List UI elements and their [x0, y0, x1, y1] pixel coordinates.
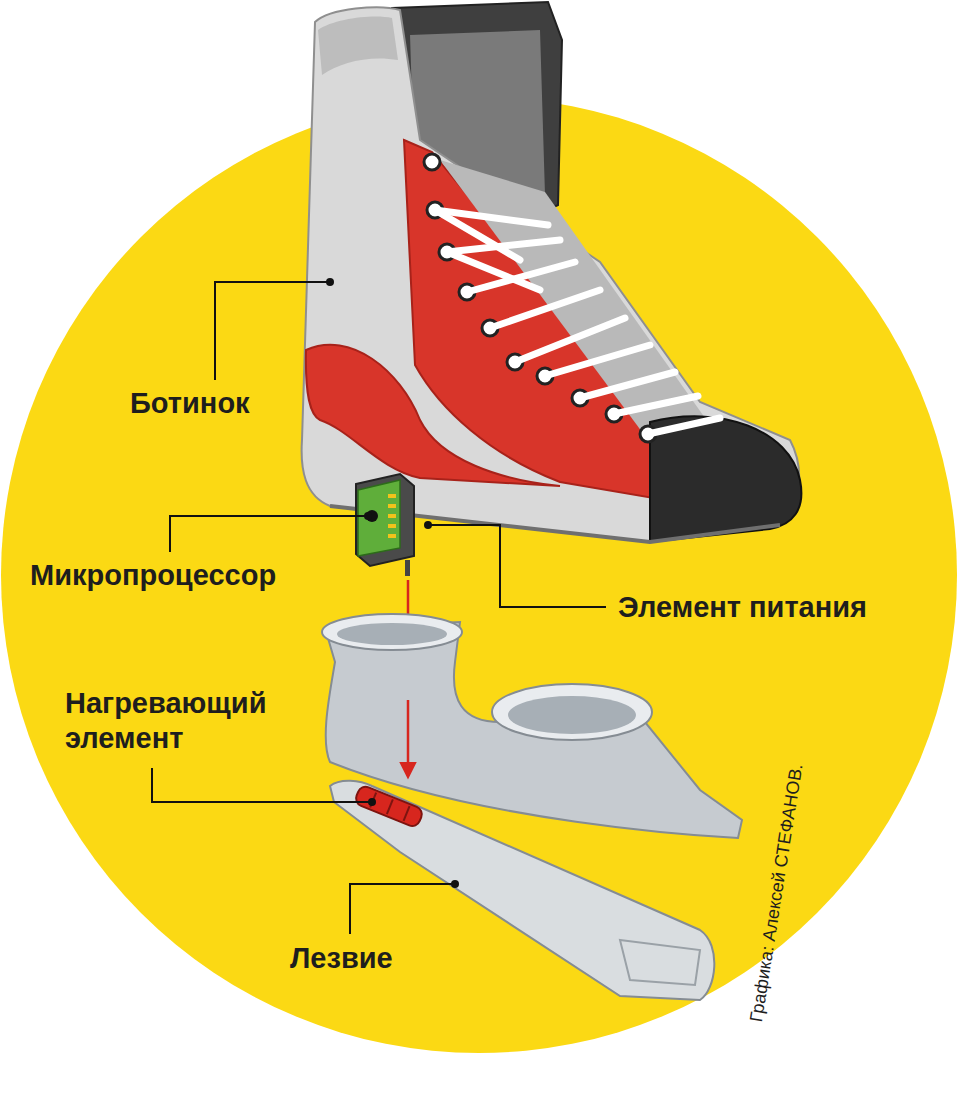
part-label: Нагревающий элемент	[65, 686, 315, 756]
part-label: Лезвие	[290, 941, 393, 976]
leader-dots	[326, 278, 459, 888]
boot-drawing	[302, 2, 802, 542]
background-circle	[1, 97, 957, 1053]
wire-arrow	[407, 700, 410, 776]
leader-lines	[152, 282, 606, 934]
part-label: Элемент питания	[618, 590, 867, 625]
credit-note: Графика: Алексей СТЕФАНОВ.	[746, 762, 808, 1023]
microprocessor-module	[356, 474, 414, 576]
part-label: Микропроцессор	[30, 558, 276, 593]
part-label: Ботинок	[130, 386, 250, 421]
blade-holder	[322, 614, 742, 838]
